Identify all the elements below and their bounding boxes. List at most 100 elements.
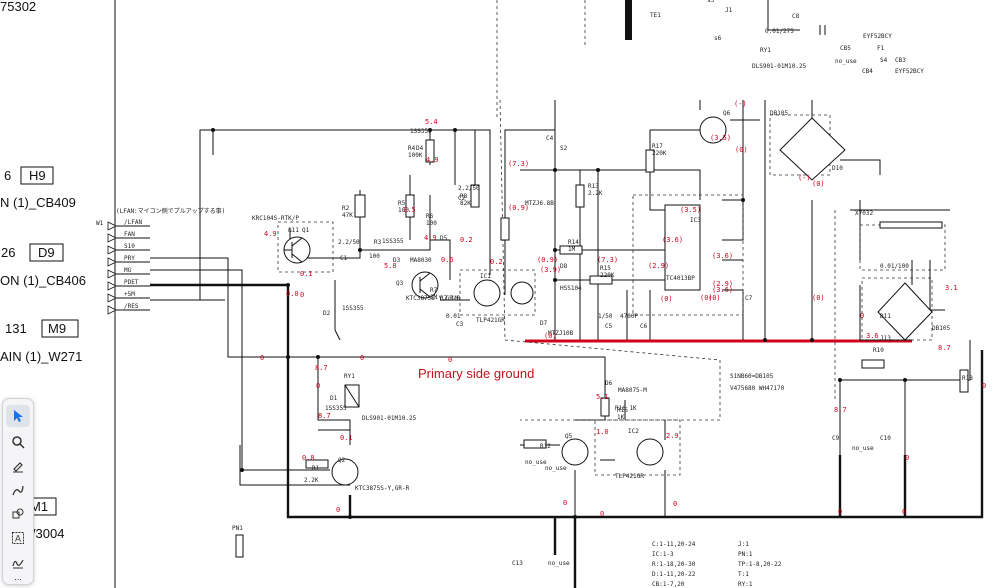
label-d9-part: MTZJ6.8B [525,200,554,207]
voltage-reading: 5.4 [425,118,438,126]
voltage-reading: (0) [812,294,825,302]
label-ry1b: RY1 [760,47,771,54]
primary-side-ground-annotation: Primary side ground [418,366,534,381]
component-symbols [235,0,969,558]
ref-net-cb406: ON (1)_CB406 [0,273,86,288]
connector-pin: S10 [107,243,150,255]
connector-pin: PDET [107,279,150,291]
voltage-reading: (0) [735,146,748,154]
transistor-q2-symbol [331,458,359,486]
label-c4-val: S2 [560,145,568,152]
label-c5-val: 1/50 [598,313,613,320]
label-s1n: S1NB60=DB105 [730,373,774,380]
voltage-reading: 0 [982,382,986,390]
optocoupler-ic1-led [510,281,534,305]
label-c8: C8 [792,13,800,20]
connector-w1: W1 (LFAN:マイコン側でプルアップする事) /LFANFANS10PRYM… [96,207,225,315]
label-d4-part: 1SS355 [410,128,432,135]
bom-line: CB:1-7,20 [652,581,685,588]
resistor-r13 [575,184,585,208]
bridge-rectifier-d11 [877,282,933,341]
bom-line: PN:1 [738,551,753,558]
voltage-reading: 3.5 [403,206,416,214]
label-ic1-part: TLP421GR [476,317,505,324]
bom-line: R:1-18,20-30 [652,561,696,568]
transistor-q6-symbol [699,116,727,144]
zoom-tool[interactable] [6,431,30,453]
text-tool[interactable]: A [6,527,30,549]
voltage-reading: 0.2 [490,258,503,266]
label-c10-val: 0.01/100 [880,263,909,270]
label-c4: C4 [546,135,554,142]
voltage-reading: 0 [563,499,567,507]
label-r12-nouse: no_use [525,459,547,466]
resistor-r18 [959,369,969,393]
pin-arrow [107,281,117,291]
connector-pin: FAN [107,231,150,243]
label-c3: C3 [456,321,464,328]
label-c9-nouse: no_use [852,445,874,452]
label-c2-val: 2.2/50 [458,185,480,192]
voltage-reading: (-) [734,100,747,108]
label-ry1b-part: DLS901-01M10.25 [752,63,807,70]
draw-tool[interactable] [6,479,30,501]
voltage-reading: 0.1 [300,270,313,278]
voltage-reading: (0) [700,294,713,302]
voltage-reading: (0) [544,332,557,340]
voltage-reading: 8.7 [938,344,951,352]
voltage-reading: 8.7 [834,406,847,414]
ref-net-w271: AIN (1)_W271 [0,349,82,364]
shape-tool[interactable] [6,503,30,525]
voltage-reading: 0.6 [441,256,454,264]
label-r7: R7 1M [440,295,458,302]
label-c6-val: 4700P [620,313,638,320]
pin-label: S10 [124,243,135,250]
label-q1-part: KRC104S-RTK/P [252,215,299,222]
sign-tool[interactable] [6,551,30,573]
ref-box-d9-label: D9 [38,245,55,260]
voltage-reading: 1.0 [596,428,609,436]
bom-line: IC:1-3 [652,551,674,558]
connector-note: (LFAN:マイコン側でプルアップする事) [116,207,225,215]
label-q3: Q3 [396,280,404,287]
label-ic2-part: TLP421GR [615,473,644,480]
label-cb3: CB3 [895,57,906,64]
bom-table: C:1-11,20-24IC:1-3R:1-18,20-30D:1-11,20-… [652,541,782,588]
label-r1: R1 [312,465,320,472]
ref-box-d9 [29,243,64,262]
voltage-reading: (7.3) [597,256,618,264]
label-r12: R12 [540,443,551,450]
label-d3: D3 [393,257,401,264]
pin-arrow [107,293,117,303]
label-d7-part: MTZJ10B [548,330,574,337]
label-s5: s5 [707,0,715,4]
pointer-tool[interactable] [6,405,30,427]
more-tool[interactable]: ... [14,572,22,582]
voltage-reading: 0 [600,510,604,518]
component-te1 [625,0,632,40]
label-c13-nouse: no_use [548,560,570,567]
resistor-r17 [645,149,655,173]
label-cb5-nouse: no_use [835,58,857,65]
schematic-wires [150,0,971,517]
label-cb5: CB5 [840,45,851,52]
transistor-q3-symbol [411,271,439,299]
resistor-r1 [305,459,329,469]
voltage-reading: (-) [798,174,811,182]
resistor-r15 [589,275,613,285]
voltage-reading: 3.6 [866,332,879,340]
highlight-tool[interactable] [6,455,30,477]
ref-box-m9-label: M9 [48,321,66,336]
label-ic1: IC1 [480,273,491,280]
voltage-reading: (3.5) [680,206,701,214]
voltage-reading: 0.2 [460,236,473,244]
